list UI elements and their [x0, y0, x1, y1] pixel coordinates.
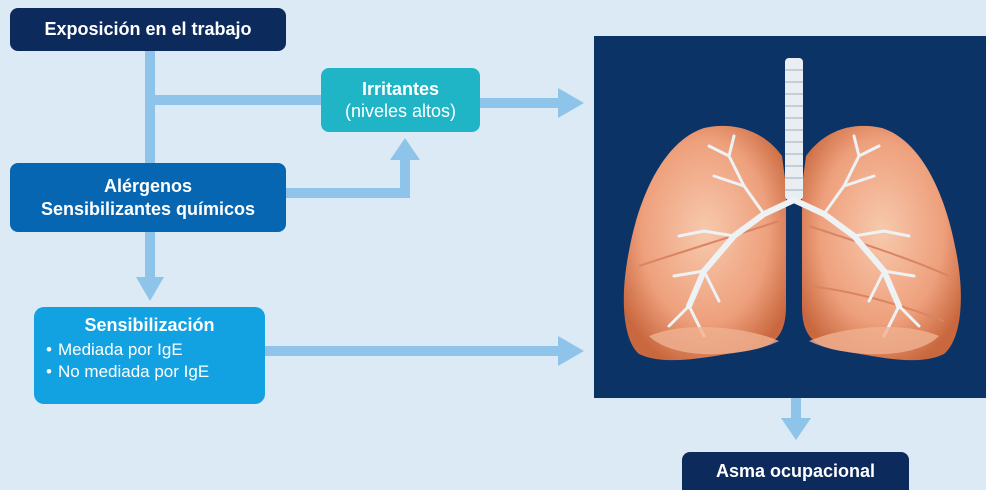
- left-lung: [624, 126, 786, 360]
- irritants-subtitle: (niveles altos): [345, 100, 456, 122]
- exposure-label: Exposición en el trabajo: [44, 19, 251, 40]
- connector-allergens-up: [400, 158, 410, 198]
- lungs-illustration: [594, 36, 986, 398]
- arrow-irritants-lungs: [558, 88, 584, 118]
- lungs-icon: [594, 36, 986, 398]
- sensitization-item-ige: Mediada por IgE: [58, 340, 183, 359]
- sensitization-item-non-ige: No mediada por IgE: [58, 362, 209, 381]
- list-item: • No mediada por IgE: [46, 361, 209, 383]
- irritants-box: Irritantes (niveles altos): [321, 68, 480, 132]
- exposure-box: Exposición en el trabajo: [10, 8, 286, 51]
- connector-irritants-lungs: [480, 98, 562, 108]
- allergens-line2: Sensibilizantes químicos: [41, 198, 255, 221]
- connector-sensitization-lungs: [265, 346, 562, 356]
- connector-lungs-asthma: [791, 398, 801, 420]
- occupational-asthma-label: Asma ocupacional: [716, 461, 875, 482]
- bullet-icon: •: [46, 362, 52, 381]
- connector-allergens-right: [286, 188, 410, 198]
- arrow-to-sensitization: [136, 277, 164, 301]
- allergens-box: Alérgenos Sensibilizantes químicos: [10, 163, 286, 232]
- list-item: • Mediada por IgE: [46, 339, 209, 361]
- arrow-to-asthma: [781, 418, 811, 440]
- occupational-asthma-box: Asma ocupacional: [682, 452, 909, 490]
- right-lung: [802, 126, 961, 360]
- connector-to-irritants: [150, 95, 321, 105]
- sensitization-title: Sensibilización: [34, 315, 265, 336]
- irritants-title: Irritantes: [362, 78, 439, 100]
- sensitization-list: • Mediada por IgE • No mediada por IgE: [34, 339, 209, 383]
- allergens-line1: Alérgenos: [104, 175, 192, 198]
- sensitization-box: Sensibilización • Mediada por IgE • No med…: [34, 307, 265, 404]
- arrow-up-to-irritants: [390, 138, 420, 160]
- bullet-icon: •: [46, 340, 52, 359]
- arrow-sensitization-lungs: [558, 336, 584, 366]
